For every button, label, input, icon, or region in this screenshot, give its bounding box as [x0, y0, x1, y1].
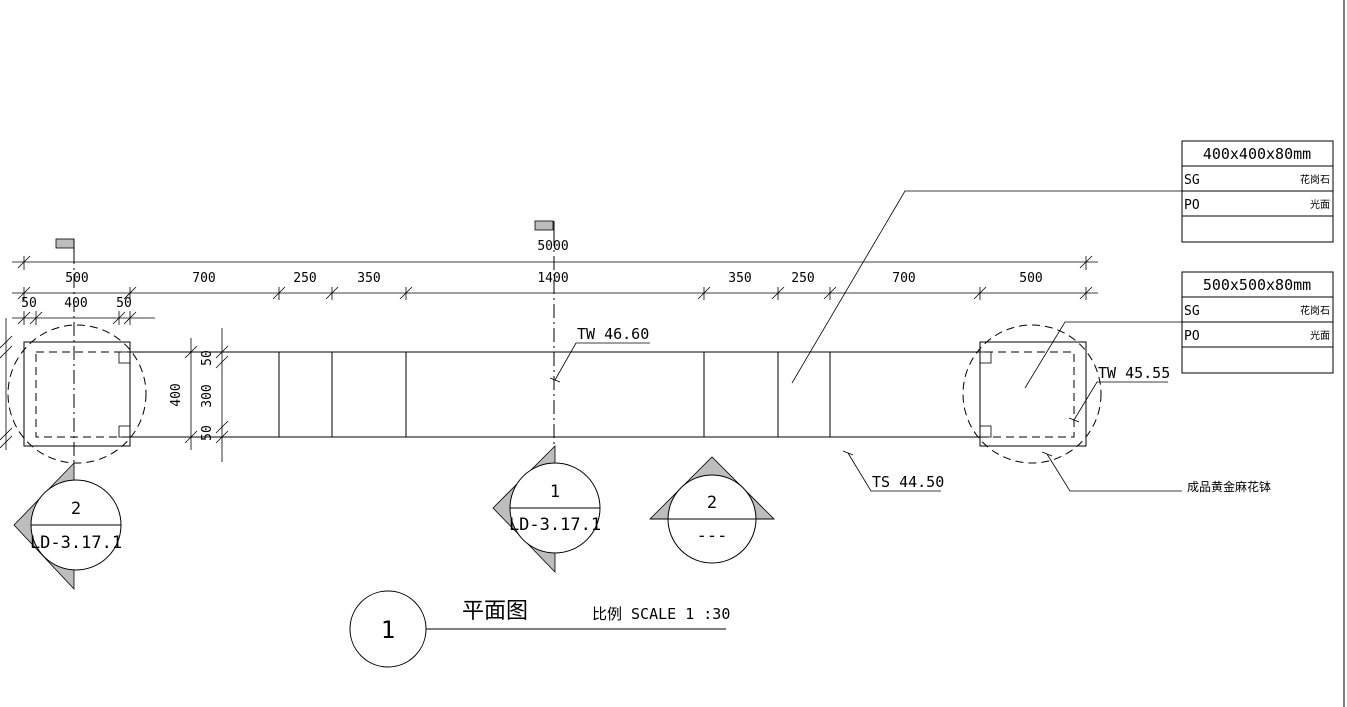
overall-dimension: 5000 — [12, 239, 1098, 270]
dim-350-left: 350 — [357, 271, 380, 286]
dim-1400: 1400 — [537, 271, 568, 286]
section-callout-left: 2 LD-3.17.1 — [13, 462, 122, 591]
leader-400-table — [791, 190, 1182, 384]
dim-700-left: 700 — [192, 271, 215, 286]
section-cut-center — [534, 220, 555, 448]
dim-700-right: 700 — [892, 271, 915, 286]
dim-50-left: 50 — [21, 296, 37, 311]
callout-right-number: 2 — [707, 493, 717, 513]
title-name: 平面图 — [462, 599, 528, 624]
callout-right-ref: --- — [697, 526, 728, 546]
dim-250-left: 250 — [293, 271, 316, 286]
dimension-row-2: 50 400 50 — [12, 296, 155, 325]
elevation-ts: TS 44.50 — [842, 450, 944, 492]
dim-400: 400 — [64, 296, 87, 311]
right-planter-circle — [962, 324, 1102, 464]
ts-44-50-label: TS 44.50 — [872, 473, 944, 491]
tw-46-60-label: TW 46.60 — [577, 325, 649, 343]
callout-center-number: 1 — [550, 482, 560, 502]
table2-size: 500x500x80mm — [1203, 276, 1311, 294]
drawing-title: 1 平面图 比例 SCALE 1 :30 — [349, 590, 730, 668]
table1-code-po: PO — [1184, 198, 1200, 213]
dim-500-right: 500 — [1019, 271, 1042, 286]
dim-350-right: 350 — [728, 271, 751, 286]
dim-500-left: 500 — [65, 271, 88, 286]
section-callout-center: 1 LD-3.17.1 — [492, 445, 601, 573]
dim-50-right: 50 — [116, 296, 132, 311]
planter-note: 成品黄金麻花钵 — [1187, 479, 1271, 494]
callout-left-ref: LD-3.17.1 — [30, 533, 122, 553]
table1-size: 400x400x80mm — [1203, 145, 1311, 163]
table2-code-po: PO — [1184, 329, 1200, 344]
dim-5000: 5000 — [537, 239, 568, 254]
callout-left-number: 2 — [71, 499, 81, 519]
wall-vertical-dims: 400 50 300 50 — [169, 328, 232, 462]
dim-250-right: 250 — [791, 271, 814, 286]
leader-500-table — [1024, 321, 1182, 389]
vdim-50-bottom: 50 — [200, 425, 215, 441]
left-planter-circle — [7, 324, 147, 464]
section-callout-right: 2 --- — [649, 456, 775, 564]
callout-center-ref: LD-3.17.1 — [509, 515, 601, 535]
vdim-300: 300 — [200, 384, 215, 407]
right-pier — [979, 341, 1087, 447]
vdim-50-top: 50 — [200, 350, 215, 366]
tw-45-55-label: TW 45.55 — [1098, 364, 1170, 382]
section-cut-left — [55, 238, 75, 468]
elevation-tw-center: TW 46.60 — [549, 325, 650, 383]
title-scale: 比例 SCALE 1 :30 — [592, 605, 730, 623]
title-number: 1 — [381, 616, 395, 644]
table2-code-sg: SG — [1184, 304, 1200, 319]
material-table-400: 400x400x80mm SG 花岗石 PO 光面 — [1181, 140, 1334, 243]
left-edge-ticks — [0, 318, 13, 450]
vdim-400: 400 — [169, 383, 184, 406]
table1-code-sg: SG — [1184, 173, 1200, 188]
left-pier — [23, 341, 131, 447]
material-table-500: 500x500x80mm SG 花岗石 PO 光面 — [1181, 271, 1334, 374]
table2-desc-sg: 花岗石 — [1300, 304, 1330, 317]
dimension-row-1: 500 700 250 350 1400 350 250 700 500 — [12, 271, 1098, 300]
table1-desc-sg: 花岗石 — [1300, 173, 1330, 186]
elevation-tw-right: TW 45.55 — [1068, 364, 1170, 423]
table1-desc-po: 光面 — [1310, 198, 1330, 211]
leader-planter — [1046, 453, 1182, 492]
table2-desc-po: 光面 — [1310, 329, 1330, 342]
